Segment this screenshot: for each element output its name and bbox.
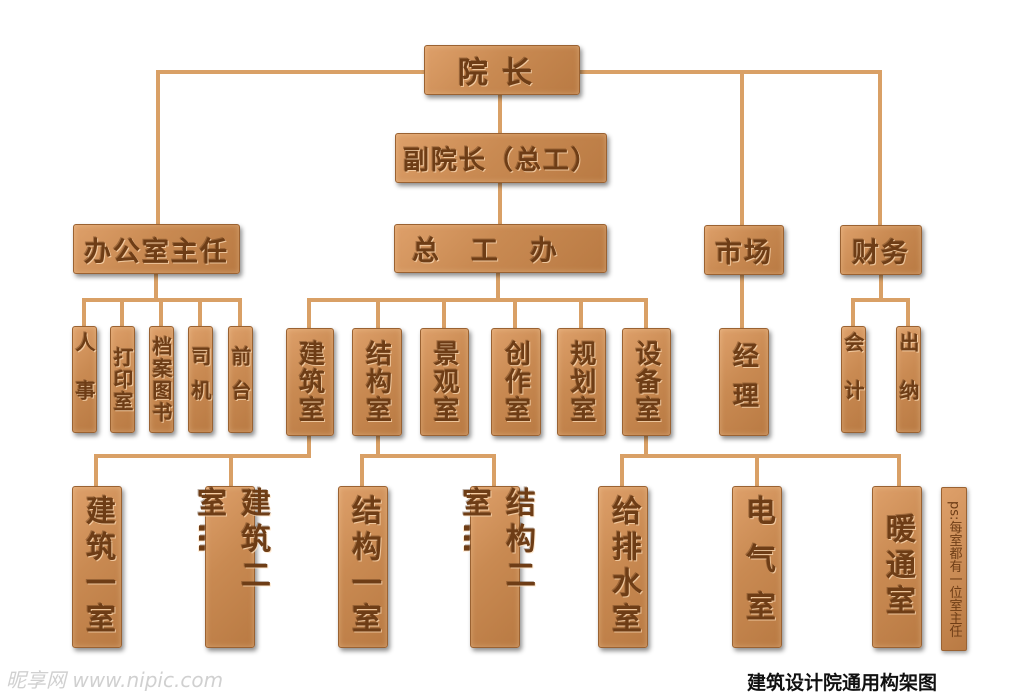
cashier-board: 出纳 (896, 326, 921, 433)
architecture-room-2-board: 建筑二室… (191, 486, 270, 648)
diagram-caption: 建筑设计院通用构架图 (747, 672, 938, 694)
manager-board: 经理 (719, 328, 769, 436)
planning-studio-board: 规划室 (557, 328, 606, 436)
equipment-studio-board: 设备室 (622, 328, 671, 436)
hvac-room-board: 暖通室 (872, 486, 922, 648)
watermark: 昵享网 www.nipic.com (6, 668, 224, 692)
creative-studio-board: 创作室 (491, 328, 541, 436)
office-director-board: 办公室主任 (73, 224, 240, 274)
structure-studio-board: 结构室 (352, 328, 402, 436)
front-desk-board: 前台 (228, 326, 253, 433)
market-board: 市场 (704, 225, 784, 275)
driver-board: 司机 (188, 326, 213, 433)
chief-engineer-office-board: 总工办 (394, 224, 607, 273)
print-room-board: 打印室 (110, 326, 135, 433)
hr-board: 人事 (72, 326, 97, 433)
electrical-room-board: 电气室 (732, 486, 782, 648)
structure-room-1-board: 结构一室 (338, 486, 388, 648)
note-strip: ps:每室都有一位室主任 (941, 487, 967, 651)
structure-room-2-board: 结构二室… (456, 486, 535, 648)
architecture-studio-board: 建筑室 (286, 328, 334, 436)
accountant-board: 会计 (841, 326, 866, 433)
director-board: 院长 (424, 45, 580, 95)
landscape-studio-board: 景观室 (420, 328, 469, 436)
archives-library-board: 档案图书 (149, 326, 174, 433)
deputy-director-board: 副院长（总工） (395, 133, 607, 183)
architecture-room-1-board: 建筑一室 (72, 486, 122, 648)
finance-board: 财务 (840, 225, 922, 275)
water-supply-drainage-room-board: 给排水室 (598, 486, 648, 648)
